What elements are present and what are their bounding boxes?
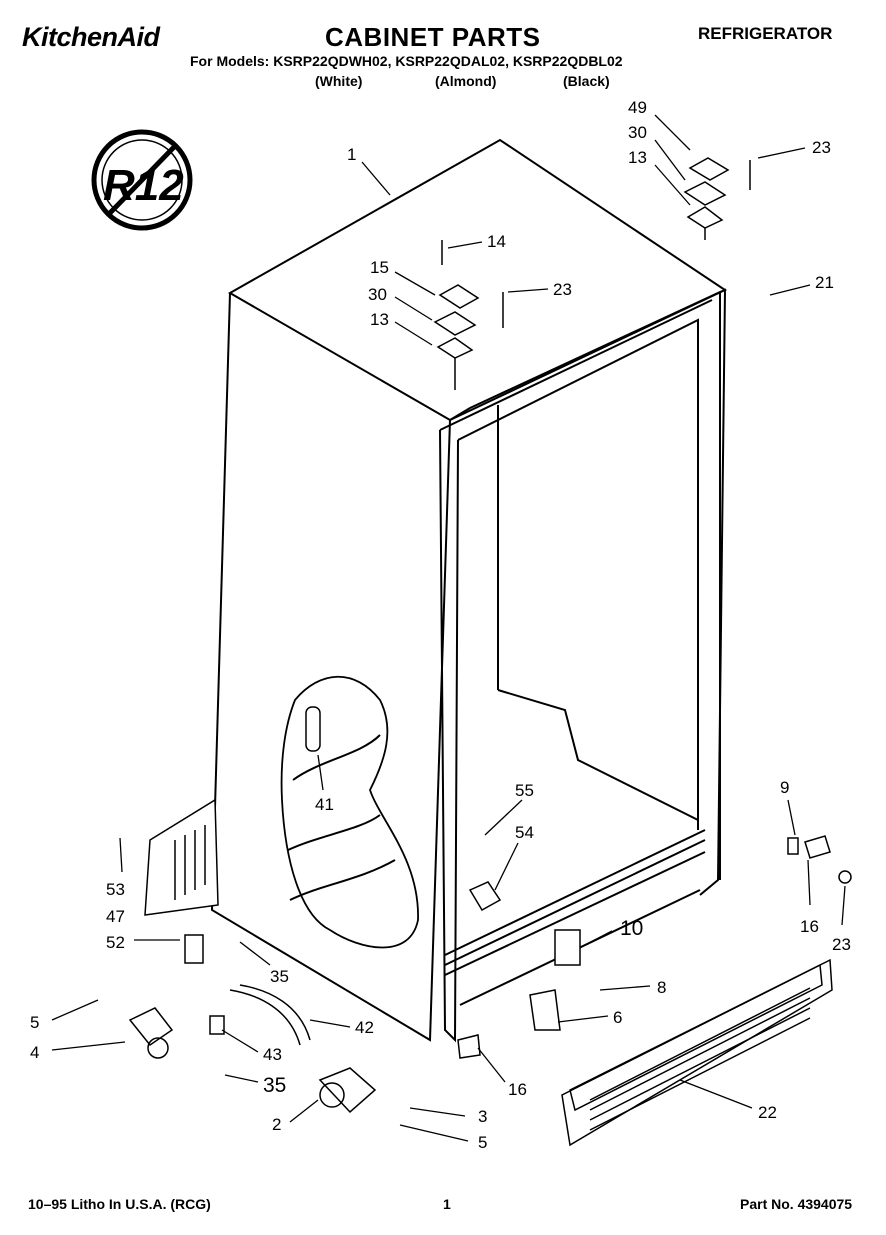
callout-21: 21 <box>815 273 834 292</box>
callout-35b: 35 <box>263 1074 286 1097</box>
top-hinge-right <box>683 157 751 240</box>
badge-text: R12 <box>103 161 184 210</box>
appliance-type: REFRIGERATOR <box>698 24 833 43</box>
callout-35: 35 <box>270 967 289 986</box>
leader-lines <box>51 114 846 1142</box>
bottom-hardware <box>128 881 581 1114</box>
callout-22: 22 <box>758 1103 777 1122</box>
callout-30b: 30 <box>368 285 387 304</box>
no-r12-badge: R12 <box>91 129 193 231</box>
callout-52: 52 <box>106 933 125 952</box>
color-almond: (Almond) <box>435 73 497 89</box>
callout-9: 9 <box>780 778 789 797</box>
part-number: Part No. 4394075 <box>740 1196 853 1212</box>
page-number: 1 <box>443 1196 451 1212</box>
callout-23b: 23 <box>553 280 572 299</box>
cabinet-shell <box>210 138 728 1043</box>
callout-54: 54 <box>515 823 534 842</box>
callout-4: 4 <box>30 1043 39 1062</box>
callout-16b: 16 <box>508 1080 527 1099</box>
callout-13: 13 <box>628 148 647 167</box>
brand-logo: KitchenAid <box>22 22 160 52</box>
callout-labels: 1 49 30 13 23 14 15 23 30 13 21 41 9 55 … <box>30 98 851 1152</box>
callout-10: 10 <box>620 917 643 940</box>
callout-8: 8 <box>657 978 666 997</box>
callout-47: 47 <box>106 907 125 926</box>
callout-6: 6 <box>613 1008 622 1027</box>
callout-2: 2 <box>272 1115 281 1134</box>
callout-15: 15 <box>370 258 389 277</box>
page-title: CABINET PARTS <box>325 22 541 52</box>
callout-53: 53 <box>106 880 125 899</box>
callout-14: 14 <box>487 232 506 251</box>
callout-41: 41 <box>315 795 334 814</box>
callout-49: 49 <box>628 98 647 117</box>
color-white: (White) <box>315 73 363 89</box>
callout-55: 55 <box>515 781 534 800</box>
top-hinge-left <box>433 240 504 390</box>
callout-1: 1 <box>347 145 356 164</box>
callout-23: 23 <box>812 138 831 157</box>
callout-5b: 5 <box>478 1133 487 1152</box>
callout-42: 42 <box>355 1018 374 1037</box>
toe-grille <box>561 958 833 1147</box>
callout-23c: 23 <box>832 935 851 954</box>
callout-3: 3 <box>478 1107 487 1126</box>
litho-note: 10–95 Litho In U.S.A. (RCG) <box>28 1196 211 1212</box>
callout-43: 43 <box>263 1045 282 1064</box>
callout-30: 30 <box>628 123 647 142</box>
callout-5: 5 <box>30 1013 39 1032</box>
models-line: For Models: KSRP22QDWH02, KSRP22QDAL02, … <box>190 53 623 69</box>
compressor-panel <box>144 798 219 916</box>
color-black: (Black) <box>563 73 610 89</box>
callout-13b: 13 <box>370 310 389 329</box>
right-door-bracket <box>787 835 852 884</box>
callout-16: 16 <box>800 917 819 936</box>
